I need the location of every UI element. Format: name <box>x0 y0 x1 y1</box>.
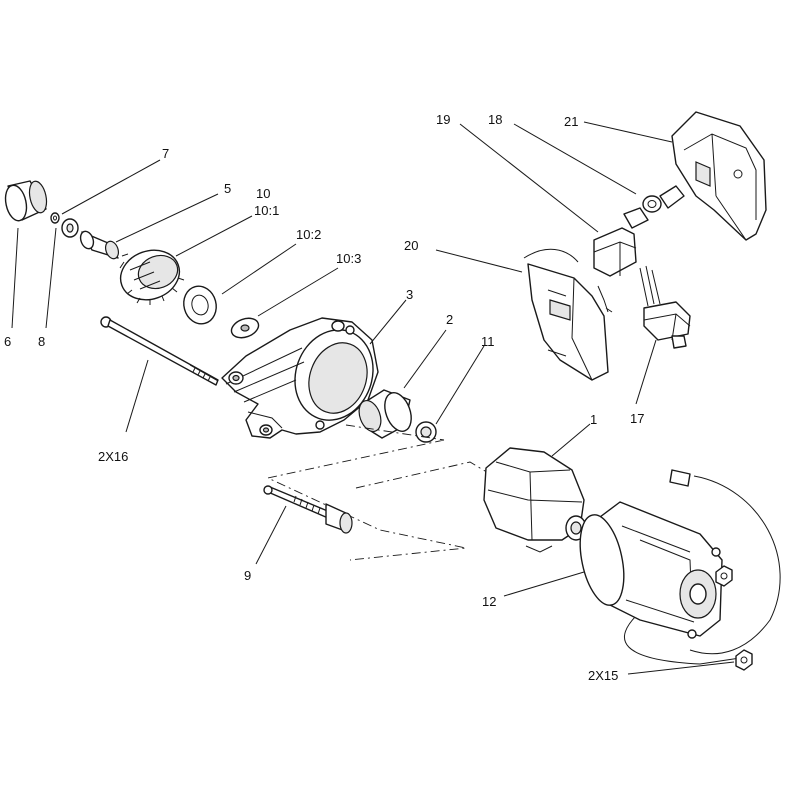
part-6-cap <box>4 180 48 222</box>
part-11-bushing <box>415 421 437 443</box>
part-5-sleeve <box>79 230 120 260</box>
callout-17: 17 <box>630 411 644 426</box>
callout-21: 21 <box>564 114 578 129</box>
part-21-cover <box>671 111 767 241</box>
leader-lines <box>11 121 735 675</box>
part-1-gearbox <box>483 447 587 553</box>
part-18-grommet <box>642 185 685 213</box>
callout-8: 8 <box>38 334 45 349</box>
part-16-long-bolt <box>100 316 219 386</box>
callout-10-2: 10:2 <box>296 227 321 242</box>
callout-9: 9 <box>244 568 251 583</box>
part-10-cage-gear <box>119 249 185 305</box>
callout-labels: 6 8 7 5 10 10:1 10:2 10:3 3 2 11 2X16 1 … <box>4 112 644 683</box>
part-19-connector <box>593 207 649 277</box>
callout-10: 10 <box>256 186 270 201</box>
part-2-coupling <box>358 389 412 439</box>
callout-19: 19 <box>436 112 450 127</box>
callout-5: 5 <box>224 181 231 196</box>
callout-16: 2X16 <box>98 449 128 464</box>
part-10-3-washer <box>230 317 260 339</box>
assembly-center-lines <box>266 424 491 561</box>
part-17-plug <box>639 265 691 349</box>
callout-6: 6 <box>4 334 11 349</box>
part-8-bushing <box>61 218 79 238</box>
part-9-pinion-shaft <box>263 485 353 534</box>
callout-7: 7 <box>162 146 169 161</box>
part-7-washer <box>50 212 60 224</box>
callout-11: 11 <box>481 334 495 349</box>
callout-2: 2 <box>446 312 453 327</box>
part-3-housing <box>221 317 379 439</box>
part-15-nuts <box>715 565 753 671</box>
part-10-2-washer <box>183 285 217 325</box>
part-20-bracket <box>523 248 613 381</box>
callout-10-3: 10:3 <box>336 251 361 266</box>
callout-18: 18 <box>488 112 502 127</box>
part-12-motor <box>579 469 781 665</box>
callout-15: 2X15 <box>588 668 618 683</box>
callout-10-1: 10:1 <box>254 203 279 218</box>
callout-1: 1 <box>590 412 597 427</box>
callout-20: 20 <box>404 238 418 253</box>
callout-12: 12 <box>482 594 496 609</box>
callout-3: 3 <box>406 287 413 302</box>
